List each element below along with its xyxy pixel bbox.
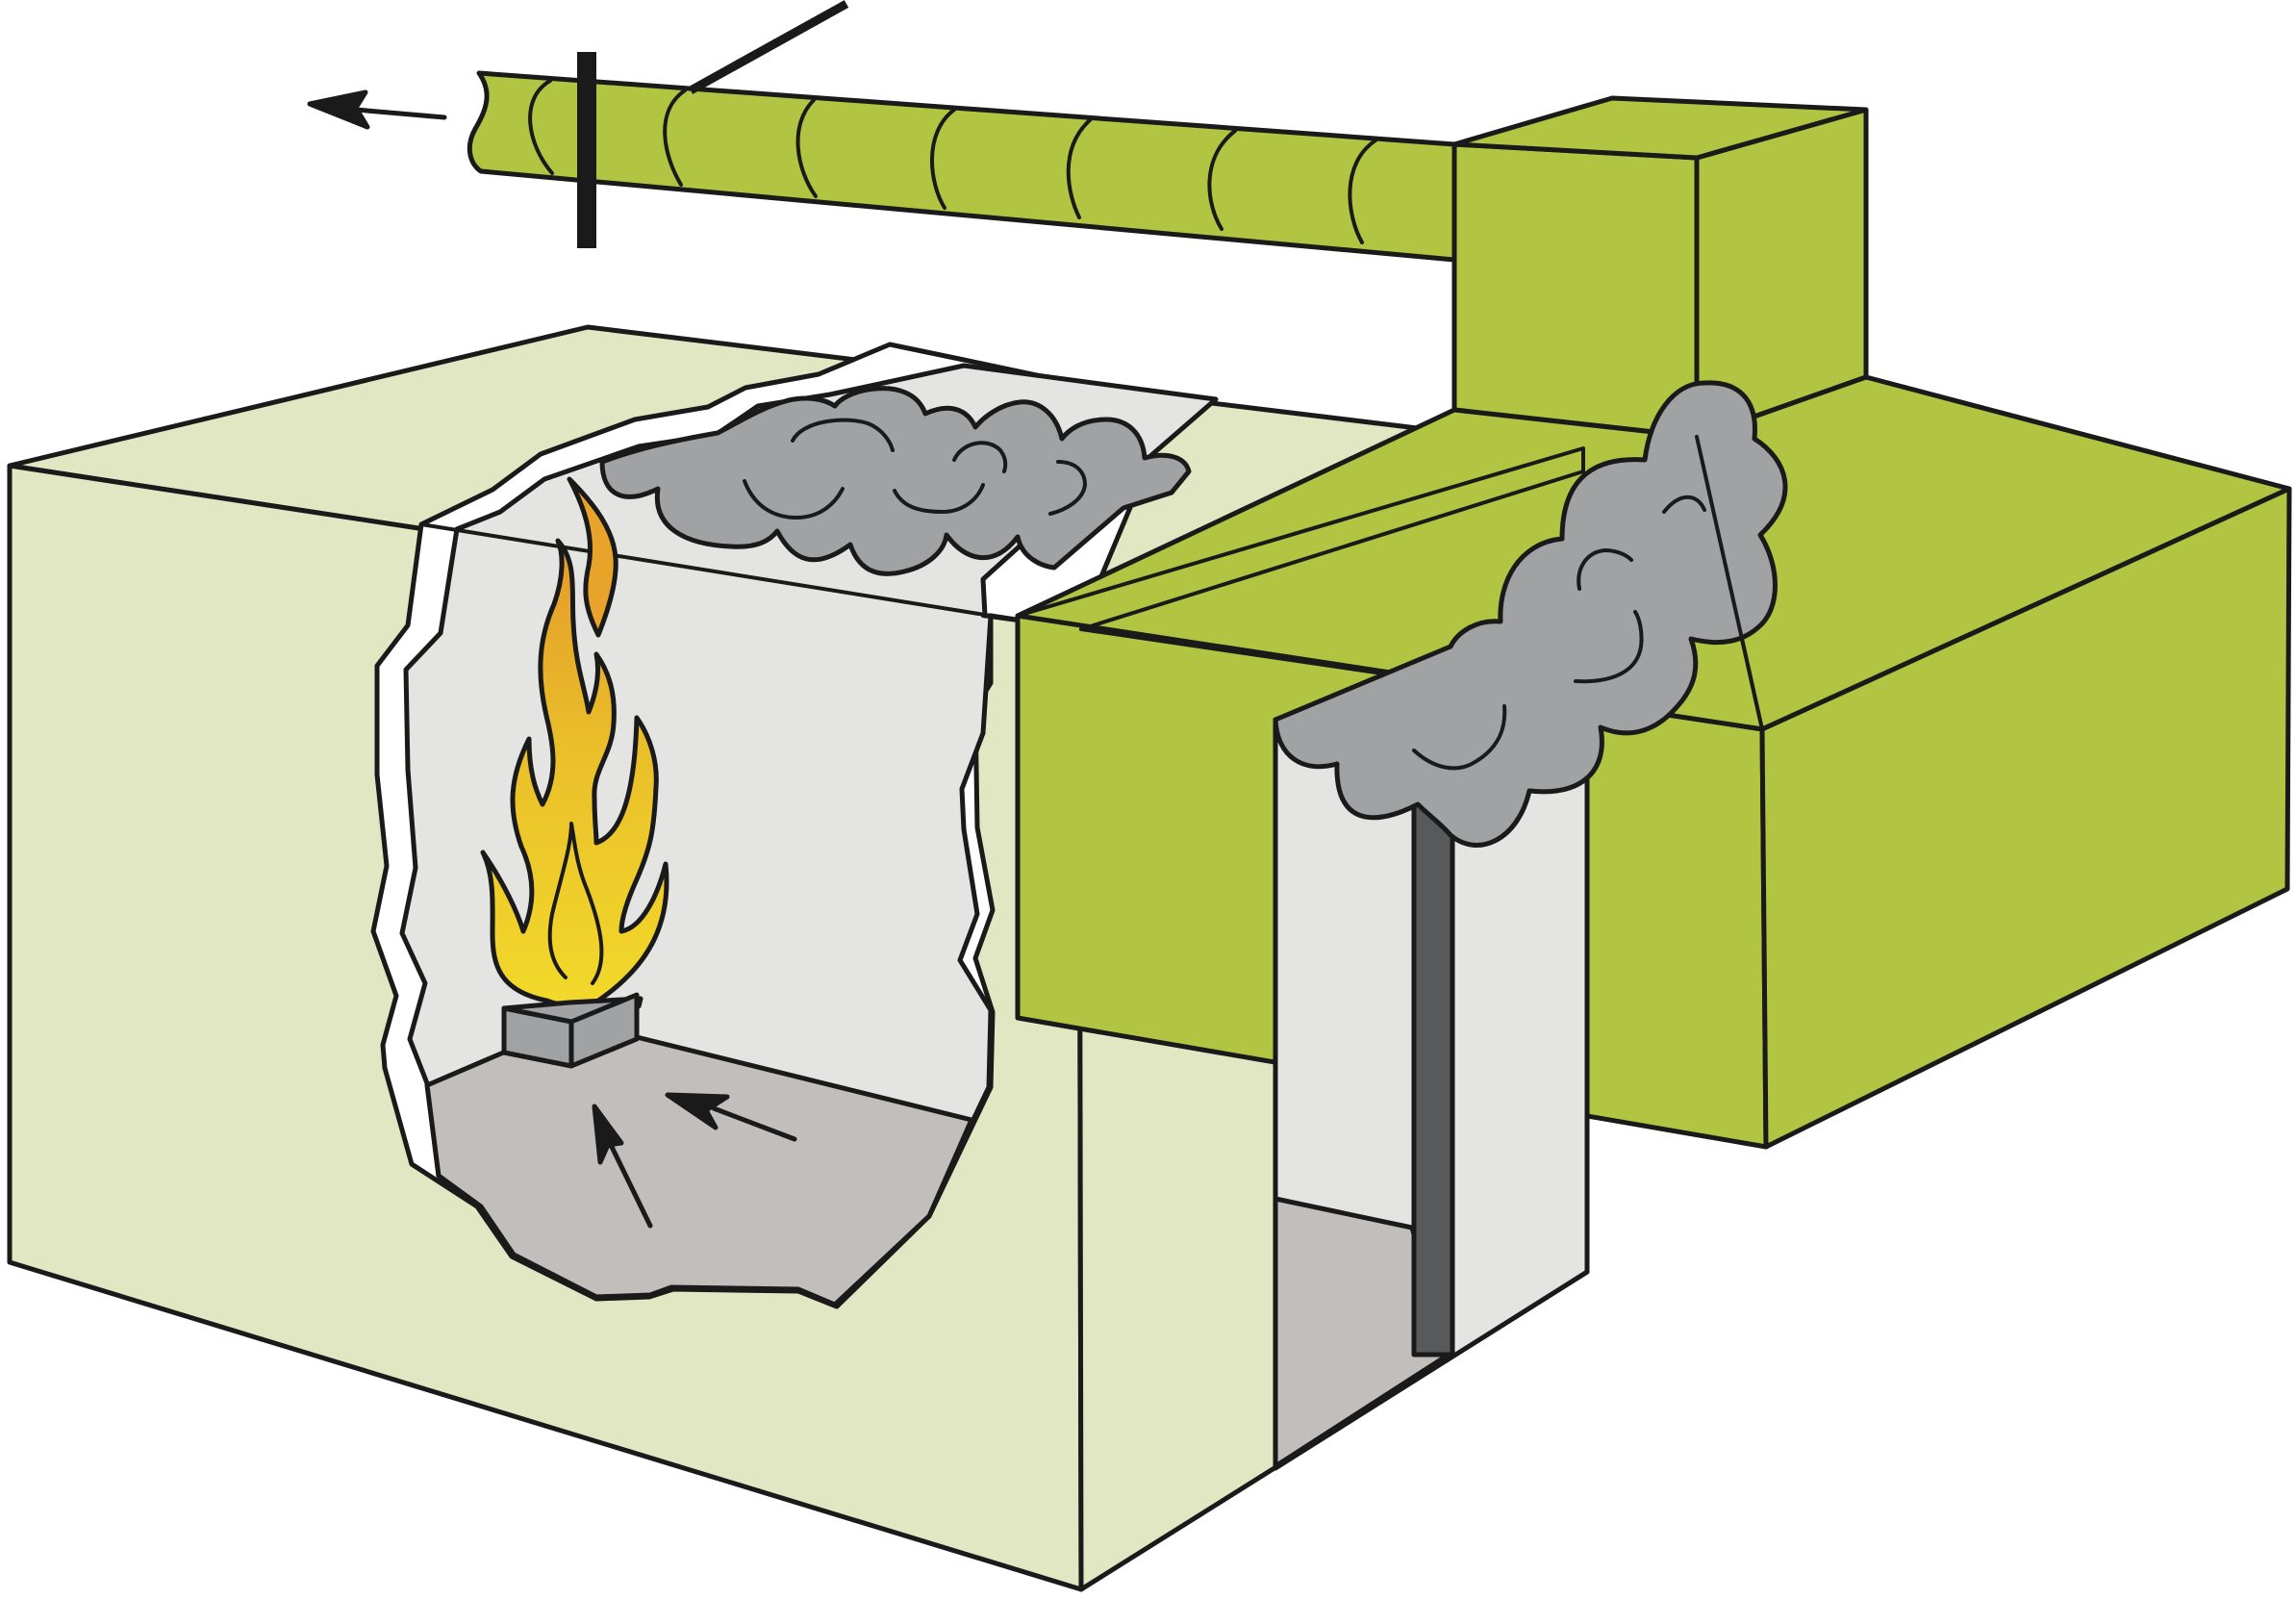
fire-room-floor [424, 1034, 974, 1307]
smoke-curl [1574, 610, 1644, 684]
duct-smoke [1273, 380, 1788, 848]
burner-side [568, 992, 640, 1069]
arrow-up-icon [665, 1092, 730, 1130]
duct-rib [1348, 139, 1377, 244]
duct-rib [1066, 117, 1093, 219]
flame-detail [547, 822, 604, 985]
exhaust-arrow-shaft [353, 107, 447, 120]
flame-tongue [567, 476, 618, 638]
smoke-curl [1662, 495, 1706, 514]
airflow-arrow-shaft [609, 1144, 653, 1229]
exhaust-pipe [1411, 786, 1455, 1358]
main-duct-side [1759, 486, 2292, 1150]
damper-rod [688, 0, 849, 94]
duct-rib [1207, 129, 1237, 231]
duct-rib [930, 108, 956, 210]
smoke-curl [1048, 460, 1087, 516]
duct-rib [795, 98, 818, 198]
smoke-shaft [1273, 632, 1590, 1471]
ceiling-smoke-cloud [599, 386, 1192, 576]
damper-blade [577, 52, 596, 248]
smoke-curl [893, 483, 985, 514]
horizontal-duct [467, 70, 1457, 263]
plenum-top [1451, 95, 1869, 161]
fire-room-ceiling-line [419, 522, 993, 618]
smoke-curl [952, 441, 1008, 473]
duct-edge-over-smoke [1695, 435, 1764, 731]
burner [501, 992, 643, 1069]
smoke-curl [1412, 704, 1507, 771]
smoke-curl [743, 479, 845, 520]
flame-icon [480, 538, 669, 1009]
duct-rib [528, 79, 554, 175]
airflow-arrow-shaft [711, 1105, 797, 1142]
smoke-curl [1577, 548, 1633, 591]
fire [480, 476, 669, 1009]
smoke-curl [791, 418, 895, 452]
arrow-left-icon [307, 89, 370, 130]
plenum-front [1451, 141, 1700, 440]
duct-edge [1016, 446, 1585, 631]
airflow-arrows [592, 1092, 797, 1229]
arrow-up-icon [592, 1104, 624, 1165]
ceiling-smoke [599, 386, 1192, 576]
duct-rib [663, 89, 687, 187]
duct-smoke-cloud [1273, 380, 1788, 848]
